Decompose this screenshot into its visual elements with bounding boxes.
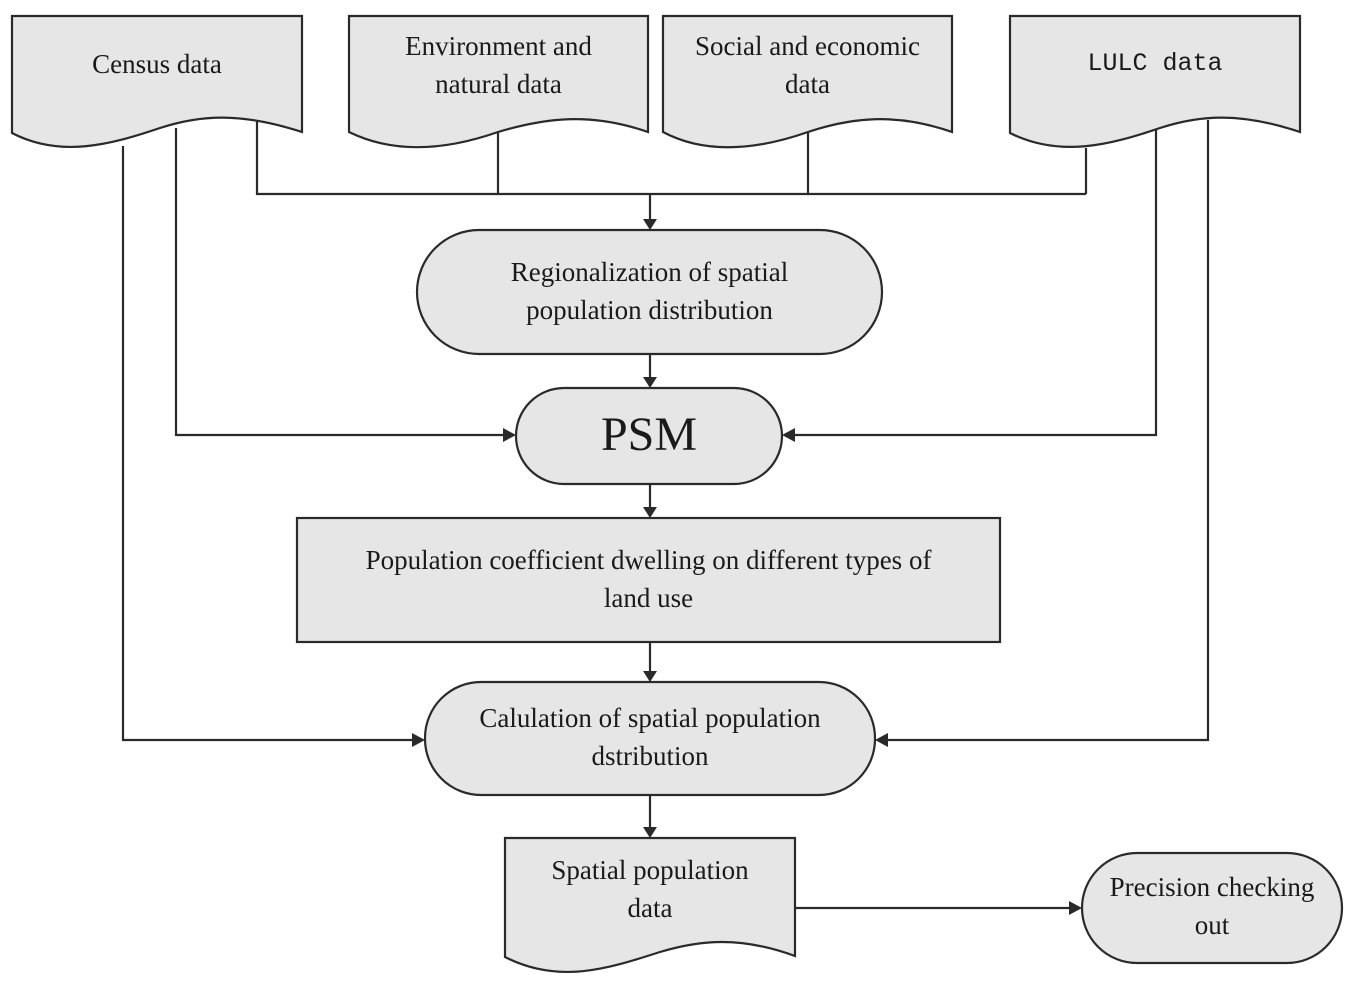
census-data-label: Census data [92,49,222,79]
environment-data-label: Environment and natural data [405,31,592,99]
psm-label: PSM [600,408,698,461]
arrowhead-spatial-data [643,827,657,838]
arrowhead-psm-top [643,377,657,388]
spatial-population-data-shape [503,836,797,974]
social-data-shape [661,14,954,149]
coefficient-shape [295,516,1002,644]
arrowheads [412,219,1082,915]
connector-lulc-psm [792,130,1158,437]
social-data-label: Social and economic data [695,31,920,99]
arrowhead-calculation-left [412,733,425,747]
lulc-data-label: LULC data [1087,49,1223,78]
environment-data-shape [347,14,650,149]
arrowhead-precision [1069,901,1082,915]
spatial-population-data-label: Spatial population data [551,855,749,923]
precision-checking-label: Precision checking out [1109,872,1315,940]
connector-lines [121,120,1210,910]
arrowhead-calculation-right [875,733,888,747]
regionalization-label: Regionalization of spatial population di… [510,257,789,325]
arrowhead-regionalization [643,219,657,230]
lulc-data-shape [1008,14,1302,149]
coefficient-label: Population coefficient dwelling on diffe… [365,545,932,613]
calculation-label: Calulation of spatial population dstribu… [479,702,821,771]
arrowhead-calculation-top [643,671,657,682]
connector-census-calculation [121,146,415,742]
connector-census-psm [174,128,506,437]
arrowhead-coefficient [643,507,657,518]
census-data-shape [10,14,304,149]
arrowhead-psm-right [782,428,795,442]
connector-lulc-calculation [885,120,1210,742]
arrowhead-psm-left [503,428,516,442]
connector-census-bus [255,120,1086,196]
